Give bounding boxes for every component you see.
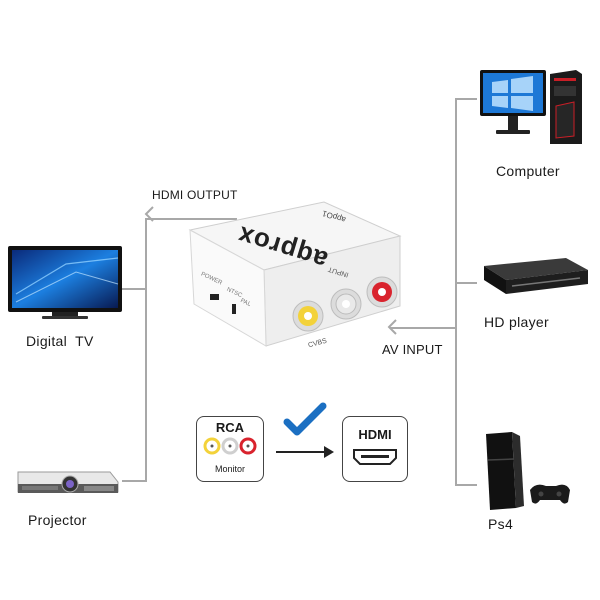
rca-card-title: RCA xyxy=(215,420,245,435)
hdmi-card-title: HDMI xyxy=(358,427,392,442)
hd-player-label: HD player xyxy=(484,314,549,330)
hd-player-icon xyxy=(484,258,588,294)
rca-card-subtitle: Monitor xyxy=(214,464,245,474)
projector-icon xyxy=(17,471,119,493)
output-arrow-icon xyxy=(144,206,154,222)
input-arrow-icon xyxy=(387,319,397,335)
check-icon xyxy=(283,402,327,436)
rca-card: RCA Monitor xyxy=(196,416,264,482)
input-to-hdplayer-line xyxy=(455,282,477,284)
computer-label: Computer xyxy=(496,163,560,179)
output-header-line xyxy=(147,218,237,220)
input-to-ps4-line xyxy=(455,484,477,486)
projector-label: Projector xyxy=(28,512,87,528)
input-vertical-line xyxy=(455,98,457,484)
tv-icon xyxy=(8,246,122,319)
computer-icon xyxy=(480,70,582,144)
hdmi-card: HDMI xyxy=(342,416,408,482)
output-to-tv-line xyxy=(122,288,147,290)
output-to-projector-line xyxy=(122,480,147,482)
input-to-computer-line xyxy=(455,98,477,100)
ps4-icon xyxy=(486,432,570,510)
hdmi-port-icon xyxy=(353,449,397,465)
conversion-arrow-icon xyxy=(276,446,334,458)
ps4-label: Ps4 xyxy=(488,516,514,532)
input-header-line xyxy=(390,327,455,329)
av-input-header: AV INPUT xyxy=(382,342,443,357)
output-vertical-line xyxy=(145,218,147,482)
rca-connectors-icon xyxy=(203,437,257,455)
hdmi-output-header: HDMI OUTPUT xyxy=(152,188,238,202)
converter-box-icon xyxy=(188,201,402,347)
digital-tv-label: Digital TV xyxy=(26,333,94,349)
